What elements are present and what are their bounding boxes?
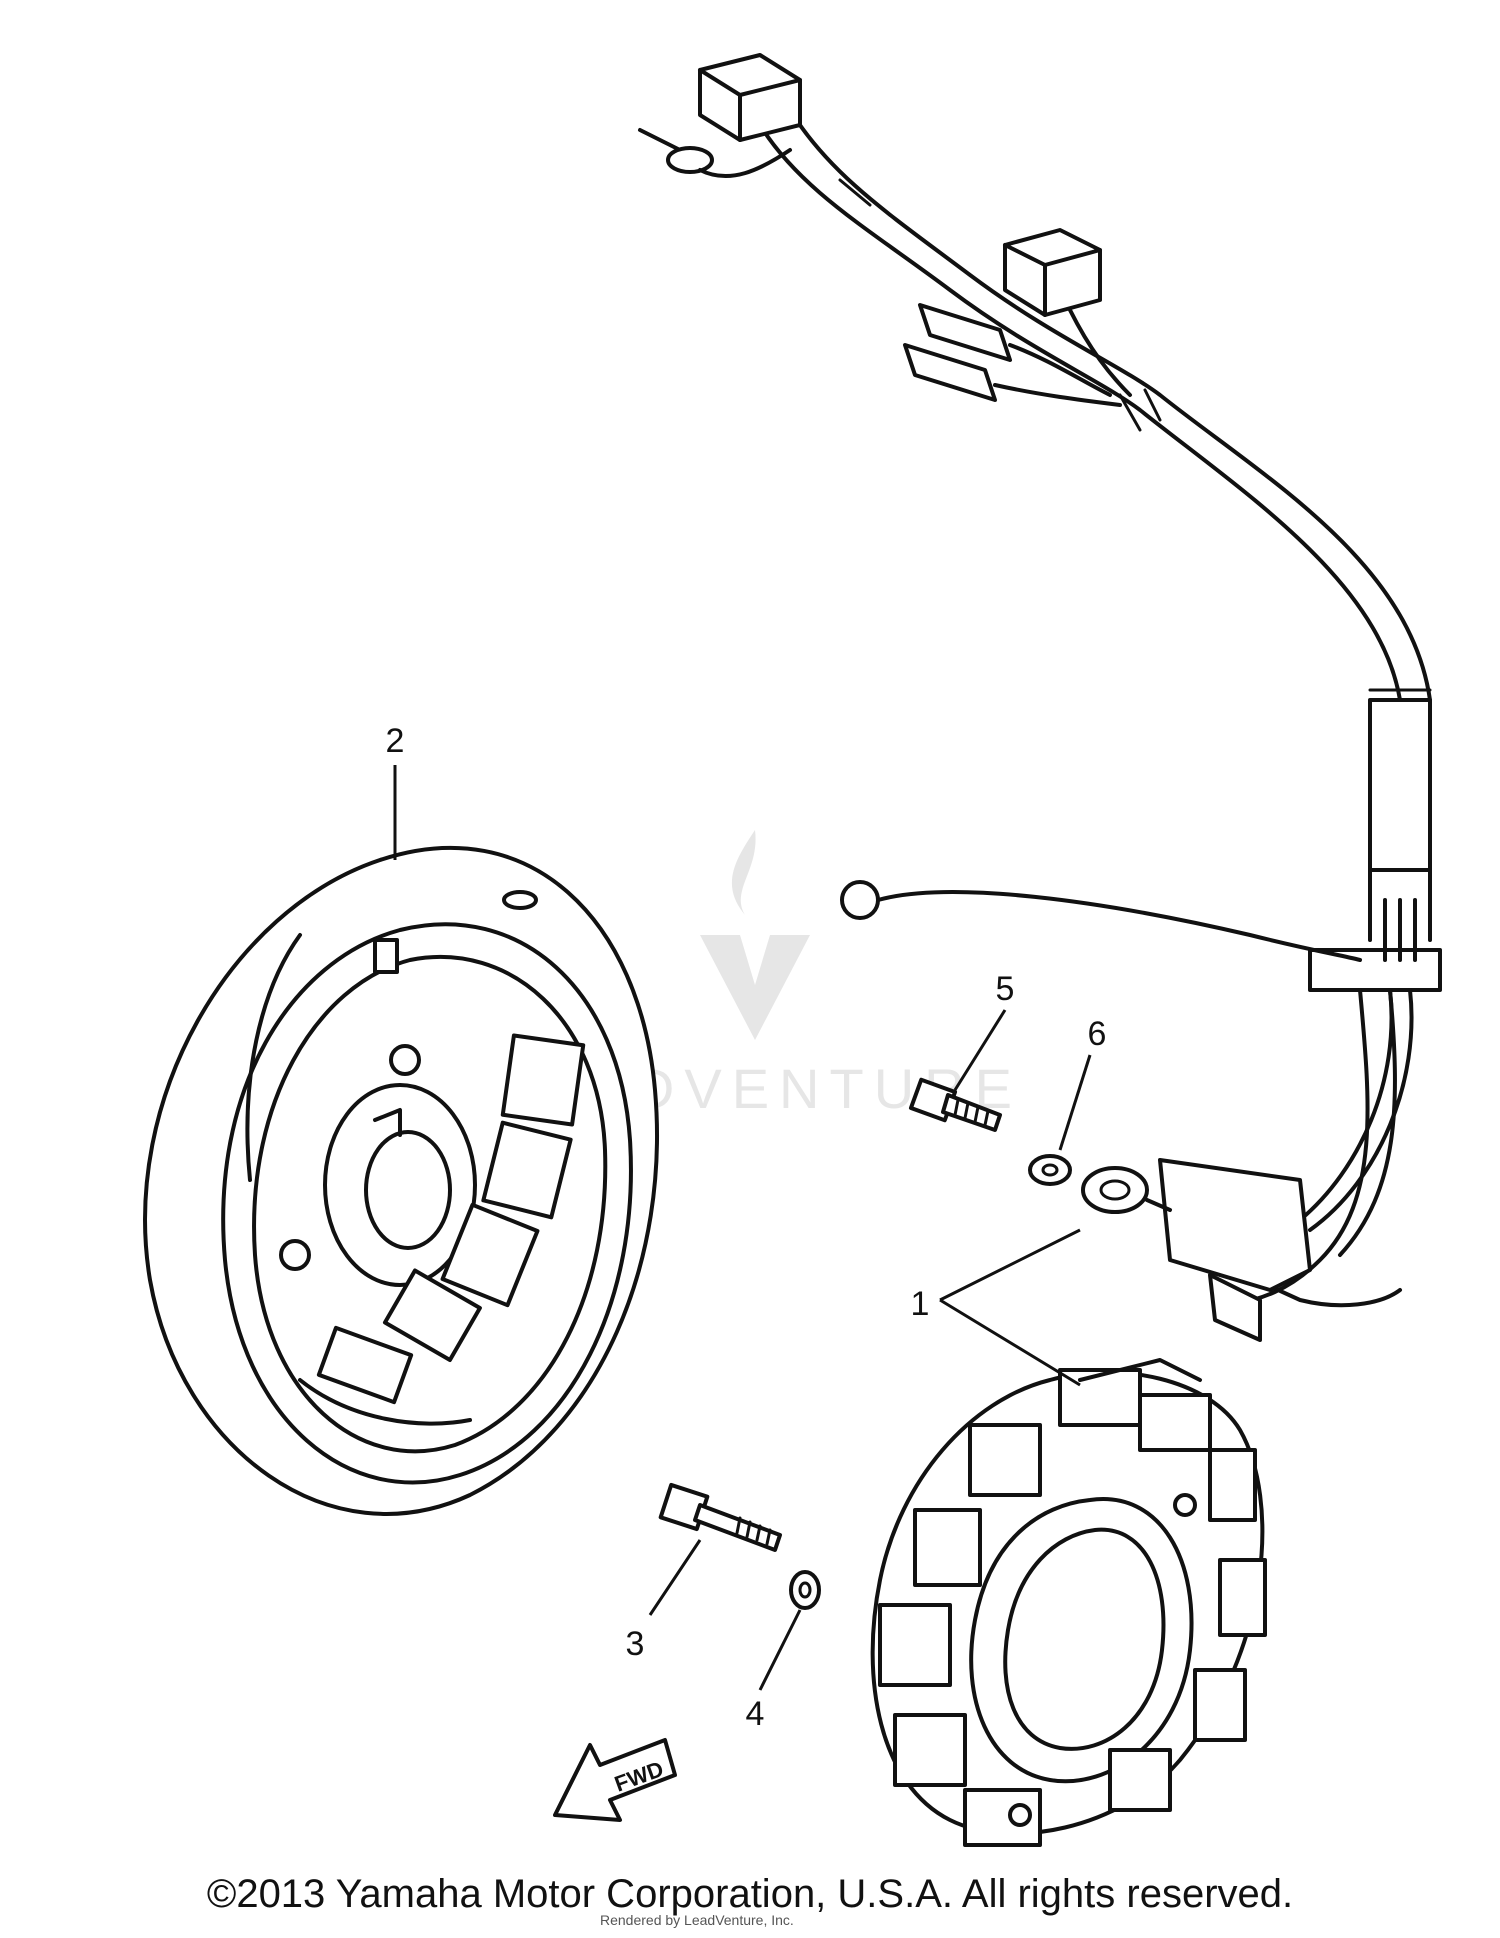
wire-harness [758, 108, 1442, 1308]
callout-2: 2 [386, 722, 405, 760]
leader-lines [393, 765, 1092, 1691]
fwd-arrow-icon: FWD [553, 1738, 677, 1822]
pickup-coil [1081, 1158, 1312, 1342]
callout-4: 4 [746, 1695, 765, 1733]
flywheel-rotor [143, 845, 660, 1516]
callout-6: 6 [1088, 1015, 1107, 1053]
bolt-part-3 [658, 1482, 782, 1552]
washer-part-4 [789, 1570, 821, 1610]
upper-connector [638, 53, 802, 179]
callout-3: 3 [626, 1625, 645, 1663]
callout-1: 1 [911, 1285, 930, 1323]
middle-connector [903, 228, 1132, 407]
stator-assembly [870, 1358, 1267, 1847]
ground-wire [840, 880, 1362, 962]
washer-part-6 [1028, 1154, 1072, 1186]
callout-5: 5 [996, 970, 1015, 1008]
screw-part-5 [908, 1077, 1002, 1132]
rendered-by-text: Rendered by LeadVenture, Inc. [600, 1912, 794, 1928]
copyright-text: ©2013 Yamaha Motor Corporation, U.S.A. A… [206, 1872, 1294, 1916]
